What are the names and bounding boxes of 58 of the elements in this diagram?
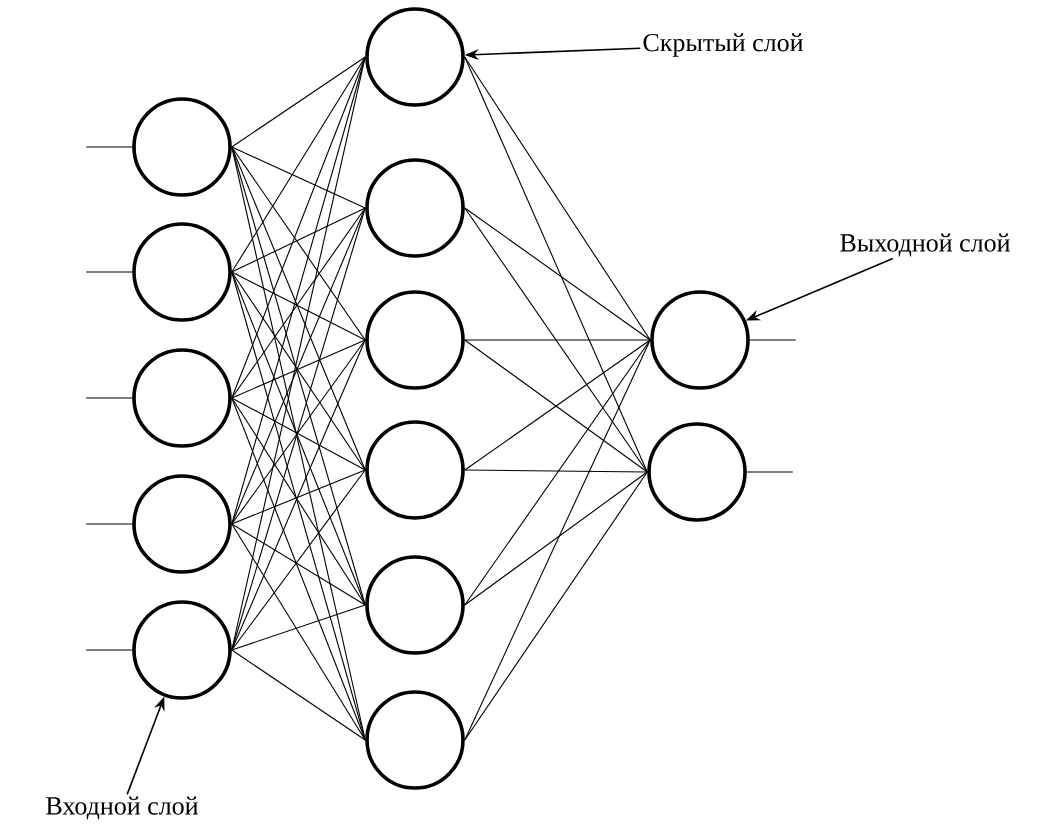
connection-line bbox=[231, 146, 366, 209]
connection-line bbox=[231, 649, 366, 741]
connection-line bbox=[231, 523, 366, 606]
layer-label: Входной слой bbox=[46, 796, 198, 820]
connection-line bbox=[464, 471, 648, 741]
output-line bbox=[749, 339, 797, 341]
connection-line bbox=[231, 339, 366, 651]
connection-line bbox=[464, 56, 648, 473]
connection-line bbox=[231, 339, 366, 525]
connection-line bbox=[231, 339, 366, 399]
connection-line bbox=[464, 207, 651, 341]
connection-line bbox=[231, 56, 366, 651]
connection-line bbox=[464, 56, 651, 341]
connection-line bbox=[231, 207, 366, 525]
neuron-circle bbox=[132, 97, 232, 197]
neuron-circle bbox=[365, 290, 465, 390]
connection-line bbox=[231, 604, 366, 651]
connection-line bbox=[231, 271, 366, 471]
connection-line bbox=[231, 146, 366, 741]
connection-line bbox=[231, 523, 366, 741]
connection-line bbox=[464, 207, 648, 473]
neuron-circle bbox=[365, 690, 465, 790]
input-line bbox=[85, 146, 133, 148]
connection-line bbox=[231, 397, 366, 741]
layer-label: Выходной слой bbox=[840, 233, 1010, 257]
neuron-circle bbox=[365, 7, 465, 107]
connection-line bbox=[464, 471, 648, 606]
neuron-circle bbox=[132, 474, 232, 574]
connection-line bbox=[464, 339, 651, 606]
connection-line bbox=[464, 339, 651, 341]
neuron-circle bbox=[132, 348, 232, 448]
connection-line bbox=[464, 469, 648, 473]
connection-line bbox=[464, 339, 651, 741]
connection-line bbox=[231, 146, 366, 471]
input-line bbox=[85, 397, 133, 399]
neuron-circle bbox=[647, 422, 747, 522]
input-line bbox=[85, 271, 133, 273]
input-line bbox=[85, 523, 133, 525]
output-line bbox=[746, 471, 794, 473]
connection-line bbox=[231, 56, 366, 273]
neuron-circle bbox=[365, 555, 465, 655]
connection-line bbox=[231, 146, 366, 341]
connection-line bbox=[231, 271, 366, 606]
connection-line bbox=[231, 397, 366, 471]
connection-line bbox=[231, 397, 366, 606]
connection-line bbox=[231, 207, 366, 273]
neuron-circle bbox=[132, 222, 232, 322]
layer-label: Скрытый слой bbox=[643, 33, 803, 57]
neuron-circle bbox=[132, 600, 232, 700]
connection-line bbox=[231, 207, 366, 399]
connection-line bbox=[231, 56, 366, 148]
neuron-circle bbox=[365, 158, 465, 258]
connection-line bbox=[231, 469, 366, 651]
neuron-circle bbox=[650, 290, 750, 390]
connection-line bbox=[231, 271, 366, 341]
input-line bbox=[85, 649, 133, 651]
neuron-circle bbox=[365, 420, 465, 520]
connection-line bbox=[231, 469, 366, 525]
